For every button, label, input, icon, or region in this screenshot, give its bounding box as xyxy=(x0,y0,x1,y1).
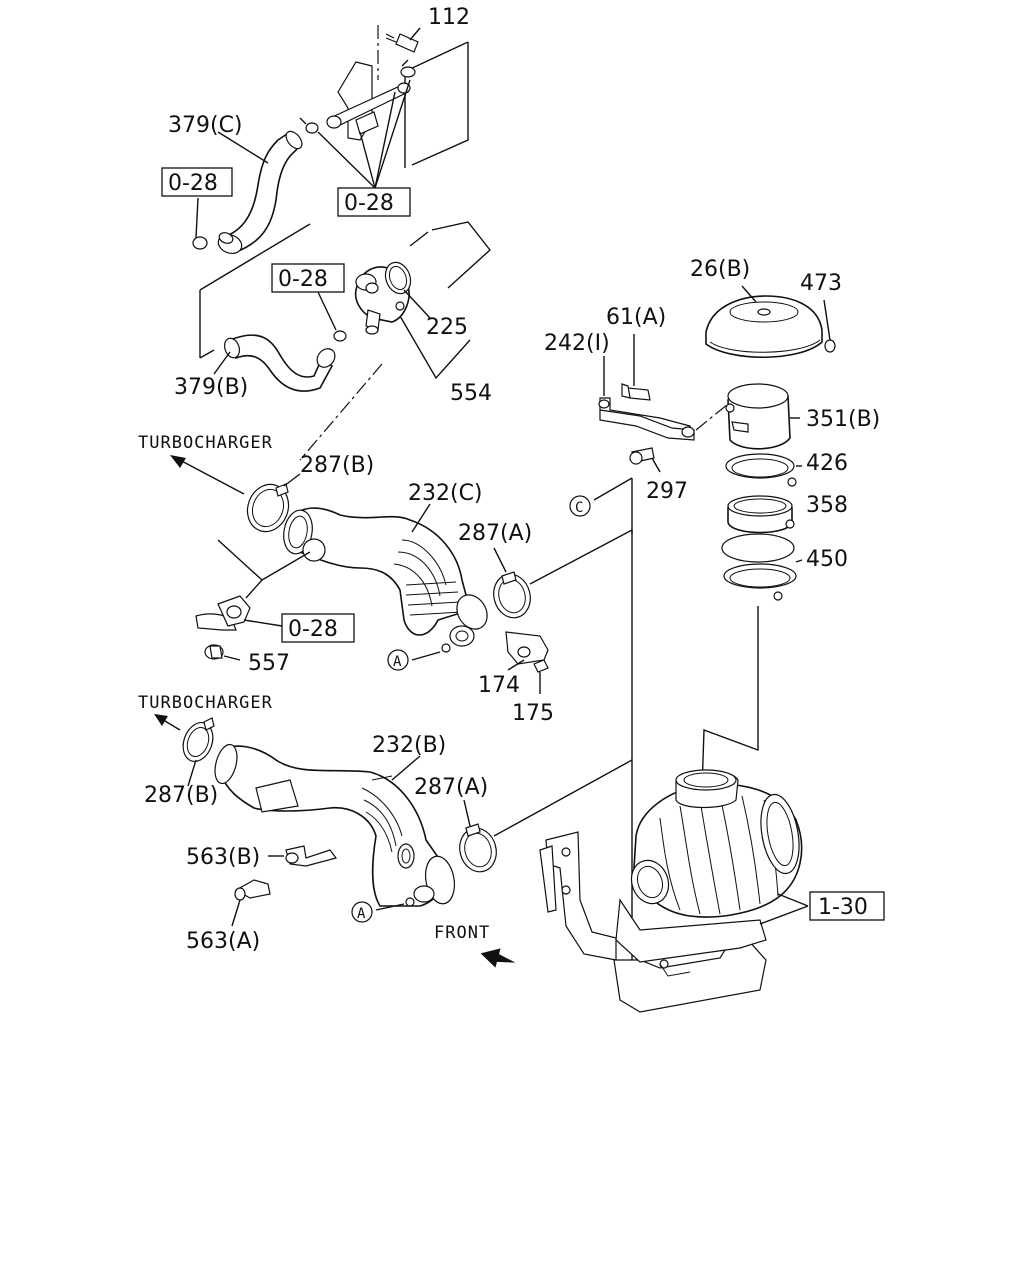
element-351b xyxy=(725,383,800,450)
guide-line-upper-duct xyxy=(529,529,633,585)
box-028-top xyxy=(337,187,411,217)
label-028-mid: 0-28 xyxy=(278,267,328,292)
label-232c: 232(C) xyxy=(408,481,483,506)
label-563b: 563(B) xyxy=(186,845,260,870)
label-175: 175 xyxy=(512,701,554,726)
label-61a: 61(A) xyxy=(606,305,666,330)
clamp-287a-upper xyxy=(493,547,531,619)
arrow-turbocharger-1 xyxy=(170,455,245,495)
label-287a-upper: 287(A) xyxy=(458,521,532,546)
label-287b-upper: 287(B) xyxy=(300,453,374,478)
label-turbocharger-1: TURBOCHARGER xyxy=(138,433,273,453)
bolt-557 xyxy=(204,644,241,661)
label-turbocharger-2: TURBOCHARGER xyxy=(138,693,273,713)
label-1-30: 1-30 xyxy=(818,895,868,920)
label-379c: 379(C) xyxy=(168,113,243,138)
circle-c xyxy=(569,495,591,517)
bracket-assembly xyxy=(299,25,469,189)
air-cleaner-1-30 xyxy=(539,769,809,1013)
hose-379b xyxy=(199,334,336,392)
guide-line-lower-duct xyxy=(493,759,633,837)
clamp-287b-upper xyxy=(246,473,301,533)
bolt-112 xyxy=(385,27,421,53)
bolt-61a xyxy=(621,334,651,401)
label-557: 557 xyxy=(248,651,290,676)
connector-c xyxy=(593,477,633,1000)
label-450: 450 xyxy=(806,547,848,572)
box-1-30 xyxy=(809,891,885,921)
gasket-225 xyxy=(384,261,431,319)
label-287b-lower: 287(B) xyxy=(144,783,218,808)
clip-563b xyxy=(268,845,338,867)
label-174: 174 xyxy=(478,673,520,698)
label-242i: 242(I) xyxy=(544,331,610,356)
label-473: 473 xyxy=(800,271,842,296)
label-358: 358 xyxy=(806,493,848,518)
bracket-plate xyxy=(326,61,411,141)
bracket-242i xyxy=(598,356,695,441)
label-26b: 26(B) xyxy=(690,257,750,282)
label-112: 112 xyxy=(428,5,470,30)
label-028-top: 0-28 xyxy=(344,191,394,216)
clamp-028-left xyxy=(192,197,208,250)
front-arrow xyxy=(480,948,516,968)
label-front: FRONT xyxy=(434,923,490,943)
label-circle-a-upper: A xyxy=(393,654,402,670)
label-563a: 563(A) xyxy=(186,929,260,954)
arrow-turbocharger-2 xyxy=(154,714,181,731)
duct-232c xyxy=(283,503,488,647)
clip-563a xyxy=(231,879,271,927)
clamp-287b-lower xyxy=(182,717,215,787)
hose-379c xyxy=(217,130,303,255)
label-297: 297 xyxy=(646,479,688,504)
label-028-left: 0-28 xyxy=(168,171,218,196)
clamp-426 xyxy=(725,453,802,487)
label-225: 225 xyxy=(426,315,468,340)
guide-line-cleaner xyxy=(701,606,759,791)
clamp-287a-lower xyxy=(459,799,497,873)
label-028-bracket: 0-28 xyxy=(288,617,338,642)
label-232b: 232(B) xyxy=(372,733,446,758)
label-379b: 379(B) xyxy=(174,375,248,400)
bracket-557 xyxy=(195,539,311,631)
guide-line-thermo xyxy=(299,363,383,461)
box-028-left xyxy=(161,167,233,197)
boot-450 xyxy=(721,533,803,601)
clamp-upper-left xyxy=(299,117,319,134)
connector-a-lower xyxy=(375,897,415,911)
circle-a-upper xyxy=(387,649,409,671)
label-circle-c: C xyxy=(575,500,584,516)
guide-line-bracket xyxy=(695,403,729,431)
connector-a-upper xyxy=(411,643,451,661)
duct-232b xyxy=(214,743,456,907)
clamp-upper-right xyxy=(400,59,416,78)
screw-175 xyxy=(533,659,549,694)
cover-26b xyxy=(705,285,823,359)
labels: 112 379(C) 0-28 0-28 0-28 225 554 379(B)… xyxy=(138,5,885,954)
box-028-mid xyxy=(271,263,345,293)
label-circle-a-lower: A xyxy=(357,906,366,922)
nut-473 xyxy=(823,299,836,353)
label-351b: 351(B) xyxy=(806,407,880,432)
circle-a-lower xyxy=(351,901,373,923)
clamp-028-mid xyxy=(317,291,347,342)
label-287a-lower: 287(A) xyxy=(414,775,488,800)
label-554: 554 xyxy=(450,381,492,406)
dash-guide-upper xyxy=(199,221,491,358)
leader-554 xyxy=(399,315,471,380)
bolt-297 xyxy=(629,447,661,473)
ring-358 xyxy=(727,495,795,534)
label-426: 426 xyxy=(806,451,848,476)
box-028-bracket xyxy=(281,613,355,643)
